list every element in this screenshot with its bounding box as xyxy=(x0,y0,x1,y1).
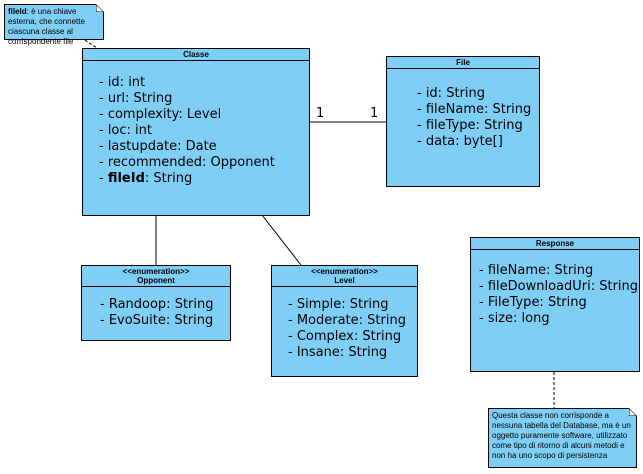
multiplicity-left: 1 xyxy=(316,106,325,121)
class-file[interactable]: File - id: String - fileName: String - f… xyxy=(386,56,540,187)
class-attribute: - fileDownloadUri: String xyxy=(479,279,639,294)
class-attribute: - data: byte[] xyxy=(417,134,503,149)
note-fold-icon xyxy=(96,4,104,12)
class-file-attributes: - id: String - fileName: String - fileTy… xyxy=(417,86,539,150)
enum-stereotype: <<enumeration>> xyxy=(122,267,190,276)
enum-opponent-header: <<enumeration>> Opponent xyxy=(82,266,230,287)
note-fileid-anchor xyxy=(84,39,98,49)
enum-value: - Randoop: String xyxy=(100,297,214,312)
note-response: Questa classe non corrisponde a nessuna … xyxy=(488,408,637,468)
note-fileid: fileId: è una chiave esterna, che connet… xyxy=(4,4,104,46)
link-classe-level xyxy=(261,214,302,266)
fk-name: fileId xyxy=(107,171,145,186)
class-attribute: - size: long xyxy=(479,311,550,326)
enum-level-values: - Simple: String - Moderate: String - Co… xyxy=(288,297,417,361)
class-attribute: - loc: int xyxy=(99,123,152,138)
class-response[interactable]: Response - fileName: String - fileDownlo… xyxy=(470,237,640,372)
class-attribute: - FileType: String xyxy=(479,295,587,310)
class-attribute-fileid: - fileId: String xyxy=(99,171,309,187)
enum-value: - Complex: String xyxy=(288,329,402,344)
enum-value: - Insane: String xyxy=(288,345,388,360)
enum-value: - Moderate: String xyxy=(288,313,406,328)
class-attribute: - url: String xyxy=(99,91,173,106)
class-attribute: - id: String xyxy=(417,86,485,101)
note-response-text: Questa classe non corrisponde a nessuna … xyxy=(492,411,631,460)
note-fileid-keyword: fileId xyxy=(8,7,27,16)
enum-stereotype: <<enumeration>> xyxy=(311,267,378,276)
enum-level-header: <<enumeration>> Level xyxy=(272,266,417,287)
class-response-title: Response xyxy=(471,238,639,250)
enum-value: - Simple: String xyxy=(288,297,389,312)
class-attribute: - fileName: String xyxy=(479,263,594,278)
enum-opponent-title: Opponent xyxy=(137,276,175,285)
fk-type: : String xyxy=(144,171,193,186)
class-attribute: - fileType: String xyxy=(417,118,523,133)
class-response-attributes: - fileName: String - fileDownloadUri: St… xyxy=(479,263,639,327)
class-attribute: - complexity: Level xyxy=(99,107,222,122)
class-classe-attributes: - id: int - url: String - complexity: Le… xyxy=(99,75,309,187)
class-attribute: - recommended: Opponent xyxy=(99,155,275,170)
class-classe-title: Classe xyxy=(83,49,309,61)
class-attribute: - id: int xyxy=(99,75,146,90)
enum-level[interactable]: <<enumeration>> Level - Simple: String -… xyxy=(271,265,418,377)
class-attribute: - fileName: String xyxy=(417,102,532,117)
fk-prefix: - xyxy=(99,171,108,186)
class-file-title: File xyxy=(387,57,539,69)
enum-opponent-values: - Randoop: String - EvoSuite: String xyxy=(100,297,230,329)
enum-value: - EvoSuite: String xyxy=(100,313,214,328)
multiplicity-right: 1 xyxy=(370,106,379,121)
note-fileid-text: : è una chiave esterna, che connette cia… xyxy=(8,7,85,46)
class-attribute: - lastupdate: Date xyxy=(99,139,217,154)
class-classe[interactable]: Classe - id: int - url: String - complex… xyxy=(82,48,310,216)
note-fold-icon xyxy=(629,408,637,416)
enum-opponent[interactable]: <<enumeration>> Opponent - Randoop: Stri… xyxy=(81,265,231,341)
enum-level-title: Level xyxy=(334,276,355,285)
